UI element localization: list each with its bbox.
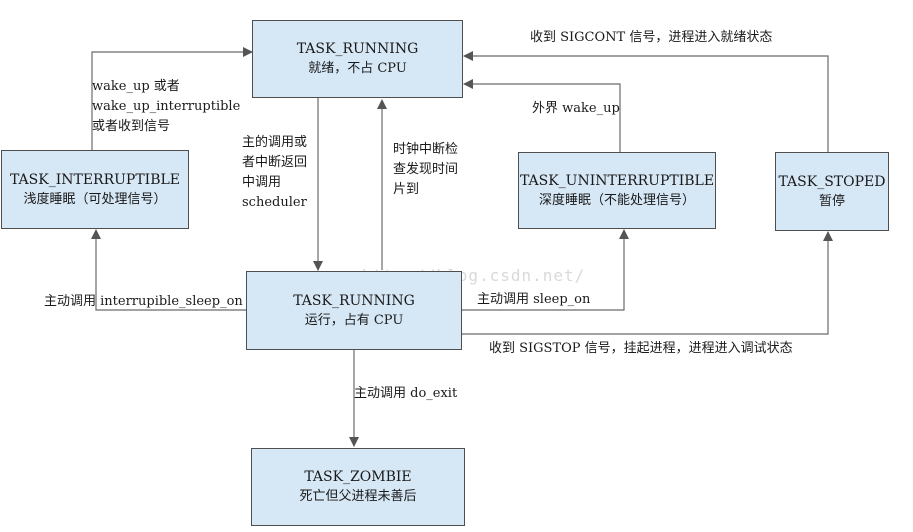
node-task-zombie: TASK_ZOMBIE 死亡但父进程未善后 [251,448,465,526]
node-desc: 死亡但父进程未善后 [299,489,417,504]
node-name: TASK_UNINTERRUPTIBLE [519,172,715,189]
arrow-sleep-interruptible [91,229,246,311]
label-wakeup-interruptible: wake_up 或者 wake_up_interruptible 或者收到信号 [92,79,241,134]
label-sleep-interruptible: 主动调用 interrupible_sleep_on [44,294,243,309]
node-desc: 就绪，不占 CPU [308,61,407,76]
label-sigcont: 收到 SIGCONT 信号，进程进入就绪状态 [530,30,773,45]
label-sleep-on: 主动调用 sleep_on [477,292,591,307]
node-name: TASK_RUNNING [296,41,419,57]
label-sigstop: 收到 SIGSTOP 信号，挂起进程，进程进入调试状态 [489,341,793,356]
node-name: TASK_ZOMBIE [304,469,412,485]
label-schedule: 主的调用或 者中断返回 中调用 scheduler [242,135,308,210]
arrow-sigcont [463,51,829,152]
label-exit: 主动调用 do_exit [354,386,458,401]
node-name: TASK_INTERRUPTIBLE [9,171,181,188]
node-task-running-ready: TASK_RUNNING 就绪，不占 CPU [252,20,463,98]
node-task-running-active: TASK_RUNNING 运行，占有 CPU [246,271,462,350]
arrow-wakeup-external [463,79,621,152]
node-desc: 浅度睡眠（可处理信号） [23,191,167,207]
node-desc: 运行，占有 CPU [304,312,404,328]
node-name: TASK_RUNNING [293,292,415,309]
arrow-wakeup-interruptible [91,47,253,150]
label-timeslice: 时钟中断检 查发现时间 片到 [393,142,459,197]
node-name: TASK_STOPED [778,173,886,190]
arrow-sigstop [462,231,833,335]
node-task-stoped: TASK_STOPED 暂停 [775,152,889,231]
node-task-interruptible: TASK_INTERRUPTIBLE 浅度睡眠（可处理信号） [1,150,189,229]
label-wakeup-external: 外界 wake_up [532,101,620,116]
node-desc: 深度睡眠（不能处理信号） [538,192,695,208]
node-desc: 暂停 [818,193,845,209]
node-task-uninterruptible: TASK_UNINTERRUPTIBLE 深度睡眠（不能处理信号） [518,152,716,229]
arrow-sleep-on [462,229,629,311]
